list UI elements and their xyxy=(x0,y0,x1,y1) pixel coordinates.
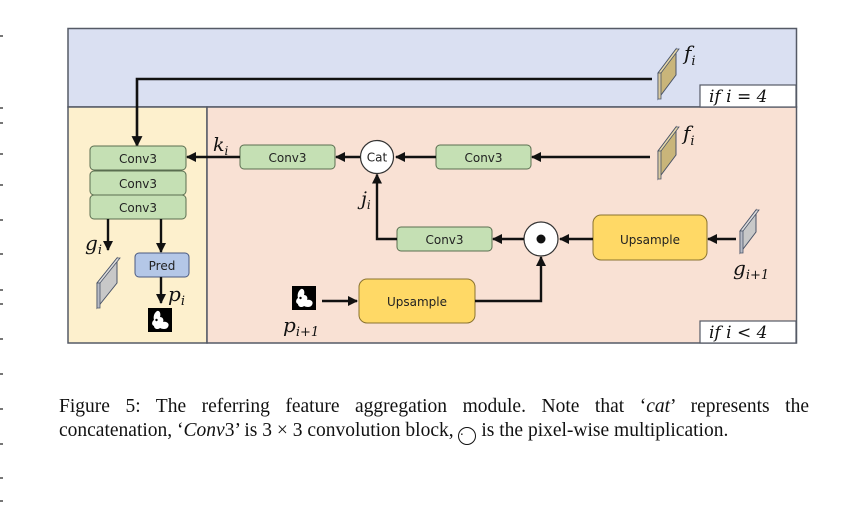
feature-map-f-right xyxy=(657,125,680,181)
feature-map-g xyxy=(96,256,121,310)
caption-mid1: ’ represents the concatenation, ‘ xyxy=(59,396,809,441)
margin-mark xyxy=(0,408,3,410)
label-p-next: pi+1 xyxy=(283,313,319,340)
left-conv3-label-1: Conv3 xyxy=(119,152,157,166)
caption-mid2: ’ is 3 × 3 convolution block, xyxy=(234,420,459,441)
margin-mark xyxy=(0,122,3,124)
margin-mark xyxy=(0,338,3,340)
cat-label: Cat xyxy=(367,151,388,165)
label-g: gi xyxy=(85,231,102,258)
left-conv3-label-3: Conv3 xyxy=(119,201,157,215)
pixelwise-multiply-dot xyxy=(536,234,546,244)
arrow-f-top-to-conv xyxy=(131,77,652,148)
margin-mark xyxy=(0,184,3,186)
label-p: pi xyxy=(168,282,185,309)
upsample-p-label: Upsample xyxy=(387,295,447,309)
pred-label: Pred xyxy=(149,259,176,273)
margin-mark xyxy=(0,153,3,155)
aggregation-module-diagram: if i = 4 if i < 4 fi fi Conv3 Cat Conv3 … xyxy=(67,27,798,344)
margin-mark xyxy=(0,219,3,221)
label-j: ji xyxy=(357,188,371,212)
conv3-k-label: Conv3 xyxy=(268,151,306,165)
feature-map-g-next xyxy=(739,208,760,255)
margin-mark xyxy=(0,107,3,109)
label-g-next: gi+1 xyxy=(733,256,769,283)
condition-text-bottom: if i < 4 xyxy=(709,323,767,343)
caption-cat-word: cat xyxy=(646,396,671,417)
upsample-g-label: Upsample xyxy=(620,233,680,247)
left-conv3-label-2: Conv3 xyxy=(119,177,157,191)
caption-conv-num: 3 xyxy=(224,420,235,441)
margin-mark xyxy=(0,500,3,502)
odot-symbol-icon: · xyxy=(458,427,477,445)
arrow-upsample-p-to-odot xyxy=(475,255,547,303)
margin-mark xyxy=(0,253,3,255)
mask-p-next-icon xyxy=(292,286,316,310)
upsample-g-block xyxy=(592,214,708,261)
mask-p-icon xyxy=(148,308,172,332)
caption-conv-word: Conv xyxy=(183,420,225,441)
margin-mark xyxy=(0,373,3,375)
margin-mark xyxy=(0,289,3,291)
left-conv3-block-1 xyxy=(89,145,187,171)
caption-suffix: is the pixel-wise multiplication. xyxy=(476,420,729,441)
caption-prefix: Figure 5: The referring feature aggregat… xyxy=(59,396,647,417)
figure-caption: Figure 5: The referring feature aggregat… xyxy=(59,395,809,445)
margin-mark xyxy=(0,477,3,479)
margin-mark xyxy=(0,303,3,305)
label-k: ki xyxy=(213,134,229,158)
conv3-j-label: Conv3 xyxy=(425,233,463,247)
left-conv3-block-3 xyxy=(89,194,187,220)
condition-text-top: if i = 4 xyxy=(709,87,767,107)
arrow-j-to-cat xyxy=(371,173,397,241)
condition-tag-i-equals-4: if i = 4 xyxy=(699,84,797,108)
margin-mark xyxy=(0,35,3,37)
feature-map-f-top xyxy=(657,47,680,101)
condition-tag-i-less-4: if i < 4 xyxy=(699,320,797,344)
conv3-f-label: Conv3 xyxy=(464,151,502,165)
margin-mark xyxy=(0,443,3,445)
